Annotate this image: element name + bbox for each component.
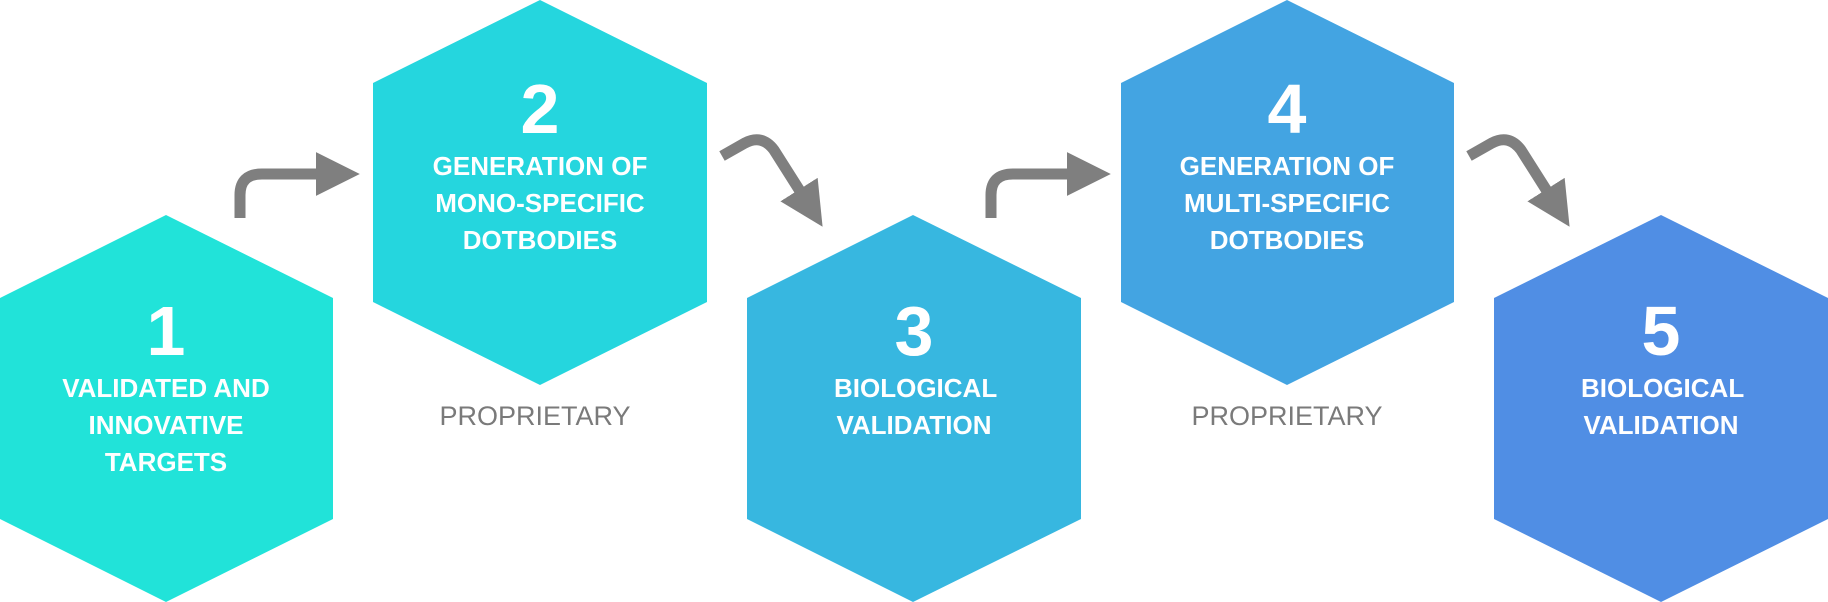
hexagon-step-3 [747, 215, 1081, 602]
step-2-label: GENERATION OF MONO-SPECIFIC DOTBODIES [432, 151, 648, 255]
step-5-number: 5 [1641, 292, 1681, 370]
step-4-label: GENERATION OF MULTI-SPECIFIC DOTBODIES [1179, 151, 1395, 255]
step-1-label: VALIDATED AND INNOVATIVE TARGETS [62, 373, 270, 477]
step-1-text: 1 VALIDATED AND INNOVATIVE TARGETS [46, 292, 286, 481]
step-5-label: BIOLOGICAL VALIDATION [1581, 373, 1745, 440]
step-3-label: BIOLOGICAL VALIDATION [834, 373, 998, 440]
step-3-text: 3 BIOLOGICAL VALIDATION [794, 292, 1034, 444]
arrow-3-to-4 [985, 152, 1111, 218]
step-4-number: 4 [1267, 70, 1307, 148]
step-4-text: 4 GENERATION OF MULTI-SPECIFIC DOTBODIES [1167, 70, 1407, 259]
step-2-number: 2 [520, 70, 560, 148]
arrow-4-to-5 [1466, 134, 1570, 227]
hexagon-step-2 [373, 0, 707, 385]
proprietary-note-step-4: PROPRIETARY [1191, 401, 1383, 431]
hexagon-step-1 [0, 215, 333, 602]
hexagon-step-5 [1494, 215, 1828, 602]
step-2-text: 2 GENERATION OF MONO-SPECIFIC DOTBODIES [420, 70, 660, 259]
step-1-number: 1 [146, 292, 186, 370]
step-5-text: 5 BIOLOGICAL VALIDATION [1541, 292, 1781, 444]
proprietary-note-step-2: PROPRIETARY [439, 401, 631, 431]
hexagon-step-4 [1121, 0, 1454, 385]
arrow-1-to-2 [234, 152, 360, 218]
arrow-2-to-3 [719, 134, 823, 227]
step-3-number: 3 [894, 292, 934, 370]
